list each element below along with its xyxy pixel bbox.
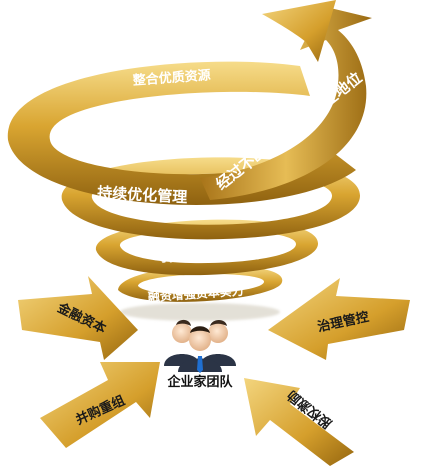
label-entrepreneur-team: 企业家团队 (166, 374, 233, 390)
arrow-top-left: 金融资本 (18, 276, 138, 360)
label-ring-three: 寻找产业投资机会 (156, 246, 261, 266)
spiral-ring-four (118, 265, 283, 302)
arrow-bottom-right: 股权激励 (244, 378, 354, 466)
label-top-ring: 整合优质资源 (131, 67, 211, 88)
spiral-arrow-head (262, 0, 336, 62)
arrow-top-right: 治理管控 (268, 278, 410, 360)
arrow-bottom-left: 并购重组 (40, 362, 160, 448)
label-ring-four: 融资增强资本实力 (147, 283, 244, 305)
spiral-rising-band (200, 6, 372, 200)
spiral-shadow (120, 303, 280, 321)
label-ring-two: 持续优化管理 (97, 184, 188, 207)
people-group-icon (164, 319, 236, 373)
